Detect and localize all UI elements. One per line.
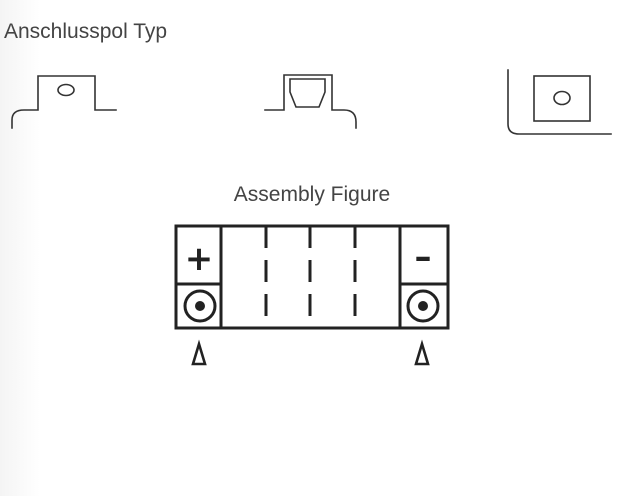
negative-terminal-bolt bbox=[406, 289, 440, 323]
positive-symbol: + bbox=[185, 239, 214, 279]
terminal-type-3-icon bbox=[507, 69, 612, 135]
cell-separators bbox=[264, 226, 357, 328]
battery-assembly-diagram: + – bbox=[174, 224, 450, 366]
terminal-type-1-icon bbox=[11, 75, 117, 129]
assembly-figure-title: Assembly Figure bbox=[233, 183, 391, 206]
positive-arrow-icon bbox=[191, 339, 207, 366]
battery-case bbox=[174, 224, 450, 330]
terminal-type-2-icon bbox=[264, 74, 357, 129]
negative-symbol: – bbox=[415, 237, 432, 277]
positive-terminal-bolt bbox=[183, 289, 217, 323]
negative-arrow-icon bbox=[414, 339, 430, 366]
terminal-type-heading: Anschlusspol Typ bbox=[4, 20, 168, 43]
